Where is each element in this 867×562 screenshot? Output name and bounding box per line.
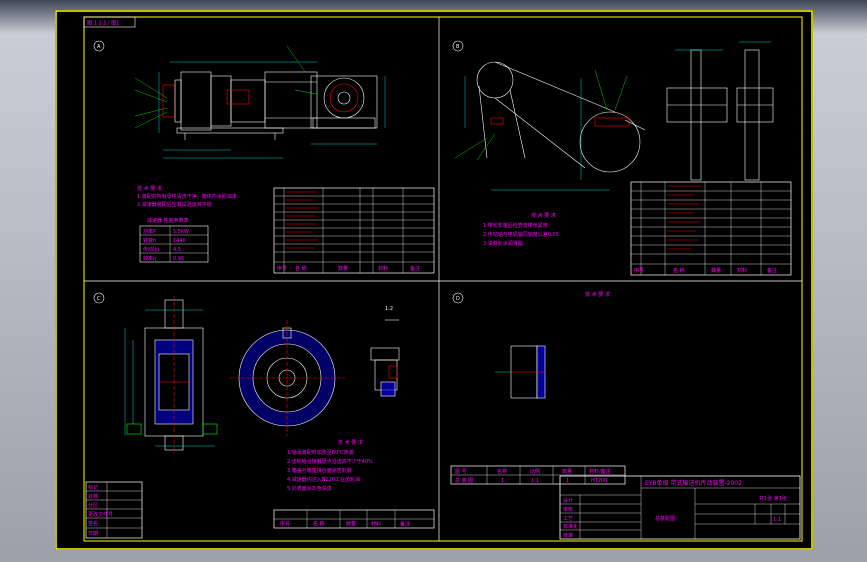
panel-b-footer-name: 名 称 [673, 267, 685, 274]
panel-c-parts-list [273, 509, 435, 529]
left-block-row-5: 签名 [88, 520, 98, 527]
panel-b-notes-title: 技 术 要 求 [531, 212, 556, 219]
svg-text:4.5: 4.5 [173, 247, 181, 253]
corner-tab: 图 1 1:1 / 图1 [87, 21, 119, 27]
rev-header-5: 材料/备注 [589, 468, 611, 475]
svg-text:A: A [97, 44, 101, 50]
drawing-sheet: 图 1 1:1 / 图1 A B C D [55, 10, 813, 550]
rev-row-2: 1 [501, 478, 504, 484]
panel-b-note-3: 3.油封处涂润滑脂 [483, 240, 523, 247]
title-sheet-no: 共1张 第1张 [759, 495, 787, 502]
panel-c-footer-material: 材料 [371, 521, 381, 528]
panel-b-footer-remark: 备注 [767, 267, 777, 274]
title-scale: 1:1 [773, 517, 781, 523]
left-block-row-3: 分区 [88, 502, 98, 509]
rev-header-4: 数量 [562, 468, 572, 475]
svg-text:0.96: 0.96 [173, 256, 184, 262]
svg-text:功率P: 功率P [143, 228, 156, 235]
panel-label-c: C [93, 292, 105, 304]
left-block-row-4: 更改文件号 [88, 511, 113, 518]
panel-a-footer-remark: 备注 [410, 265, 420, 272]
title-block [559, 475, 801, 540]
title-sub: 总装配图 [655, 515, 675, 522]
svg-text:D: D [456, 296, 460, 302]
panel-d-note: 技 术 要 求 [585, 291, 610, 298]
svg-text:5.5kW: 5.5kW [173, 229, 189, 235]
panel-c-footer-qty: 数量 [346, 521, 356, 528]
rev-row-5: HT200 [591, 478, 607, 484]
sign-row-4: 标准化 [563, 523, 578, 530]
revision-table [450, 465, 626, 485]
panel-b-footer-no: 序号 [634, 267, 644, 274]
panel-b-footer-qty: 数量 [711, 267, 721, 274]
sign-row-3: 工艺 [563, 516, 573, 522]
rev-row-3: 1:1 [531, 478, 539, 484]
panel-a-note-2: 2.减速器装配后空载试验运转平稳 [137, 201, 212, 208]
svg-text:效率η: 效率η [143, 255, 156, 262]
panel-a-assembly-drawing [134, 45, 386, 159]
left-info-block [85, 481, 143, 539]
rev-header-2: 名称 [497, 468, 507, 475]
panel-d-part-drawing [495, 345, 546, 399]
panel-a-footer-name: 名 称 [295, 265, 307, 272]
panel-c-note-3: 3.箱盖与箱座接合面涂密封胶 [287, 467, 352, 474]
panel-b-belt-drawing [454, 41, 774, 191]
svg-text:1440: 1440 [173, 238, 186, 244]
left-block-row-6: 日期 [88, 531, 98, 537]
title-main: EYB单级 带式输送机传动装置-2002 [645, 479, 742, 487]
panel-b-parts-list [630, 181, 792, 276]
sign-row-5: 批准 [563, 532, 573, 539]
panel-label-b: B [452, 40, 464, 52]
panel-c-footer-name: 名 称 [313, 521, 325, 528]
outer-frame [55, 10, 813, 550]
sign-row-1: 设计 [563, 497, 573, 504]
panel-a-footer-material: 材料 [378, 265, 388, 272]
rev-header-3: 比例 [530, 468, 540, 475]
svg-text:B: B [456, 44, 460, 50]
panel-a-note-1: 1.装配前所有零件清洗干净，箱体内涂耐油漆 [137, 193, 237, 200]
left-block-row-1: 标记 [88, 484, 98, 491]
inner-frame [83, 16, 803, 542]
panel-label-a: A [93, 40, 105, 52]
svg-text:转速n: 转速n [143, 237, 156, 244]
panel-a-footer-no: 序号 [277, 265, 287, 272]
corner-tab-box [83, 16, 136, 28]
panel-c-note-1: 1.轴承装配时加热至80℃热装 [287, 449, 354, 456]
rev-row-4: 1 [566, 478, 569, 484]
panel-c-note-2: 2.齿轮啮合接触斑点沿齿高不少于40% [287, 458, 373, 465]
panel-b-note-1: 1.带轮安装后检查皮带张紧度 [483, 222, 548, 229]
panel-a-notes-title: 技 术 要 求 [137, 185, 162, 192]
spec-table-title: 减速器 性能参数表 [147, 217, 189, 224]
sign-row-2: 审核 [563, 506, 573, 513]
panel-label-d: D [452, 292, 464, 304]
svg-text:传动比i: 传动比i [143, 246, 159, 253]
panel-c-note-4: 4.减速器内注入N220工业齿轮油 [287, 476, 360, 483]
rev-row-1: 总 装 图 [455, 477, 473, 484]
left-block-row-2: 处数 [88, 493, 98, 500]
panel-a-footer-qty: 数量 [338, 265, 348, 272]
panel-c-notes-title: 技 术 要 求 [338, 439, 363, 446]
panel-c-note-5: 5.外表面涂灰色油漆 [287, 485, 332, 492]
panel-c-footer-remark: 备注 [400, 521, 410, 528]
panel-c-section-drawing [124, 296, 400, 454]
svg-text:C: C [97, 296, 101, 302]
panel-a-parts-list [273, 187, 435, 274]
panel-c-footer-no: 序号 [280, 521, 290, 528]
panel-b-footer-material: 材料 [737, 267, 747, 274]
rev-header-1: 图 号 [455, 469, 467, 475]
detail-scale-note: 1:2 [385, 306, 393, 312]
cad-drawing: 图 1 1:1 / 图1 A B C D [55, 10, 813, 550]
spec-table: 功率P 5.5kW 转速n 1440 传动比i 4.5 效率η 0.96 [139, 225, 209, 263]
panel-b-note-2: 2.传动轴与电机轴同轴度公差0.05 [483, 231, 559, 238]
